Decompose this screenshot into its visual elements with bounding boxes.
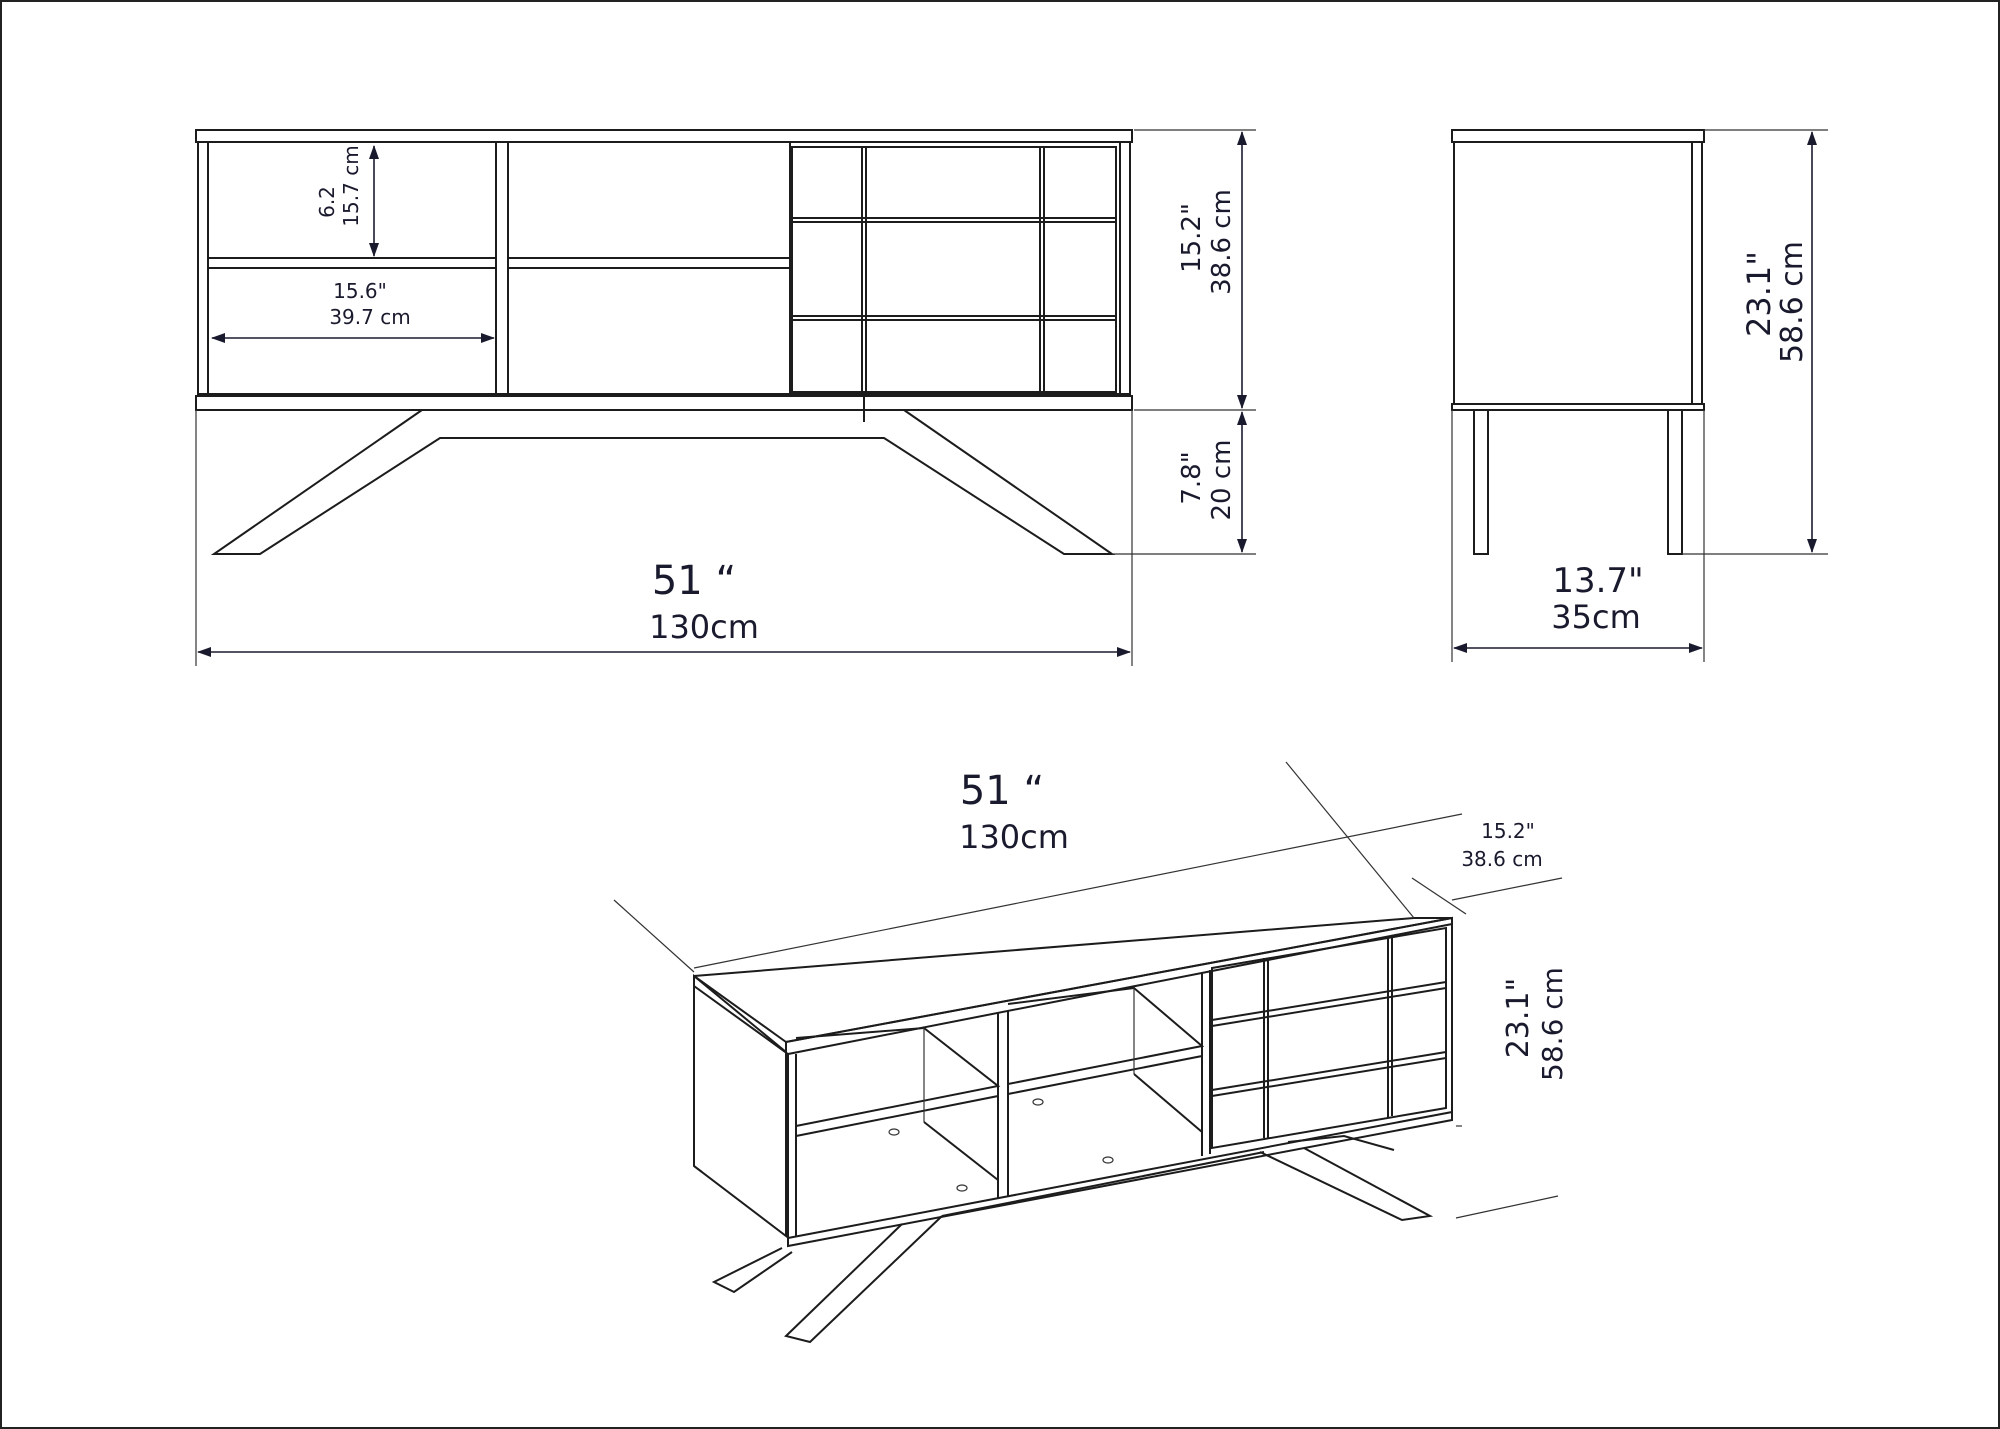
shelf-width-in: 15.6"	[333, 279, 387, 303]
iso-width-in: 51 “	[960, 768, 1044, 814]
iso-view: 51 “ 130cm 15.2" 38.6 cm 23.1" 58.6 cm	[613, 761, 1569, 1344]
iso-height-in: 23.1"	[1501, 978, 1536, 1059]
leg-height-cm: 20 cm	[1207, 440, 1237, 521]
side-body	[1453, 141, 1703, 405]
iso-leg-front-left	[784, 1215, 943, 1344]
side-height-in: 23.1"	[1740, 251, 1778, 337]
side-leg-left	[1473, 409, 1489, 555]
iso-depth-cm: 38.6 cm	[1461, 847, 1542, 871]
iso-depth-in: 15.2"	[1481, 819, 1535, 843]
iso-door	[1211, 926, 1447, 1150]
iso-leg-front-right	[1259, 1147, 1434, 1222]
side-leg-right	[1667, 409, 1683, 555]
iso-left-panel	[693, 982, 787, 1239]
front-body	[197, 141, 1131, 395]
front-base-frame	[195, 395, 1133, 411]
iso-front-face	[787, 922, 1453, 1240]
front-door	[791, 146, 1117, 393]
shelf-height-cm: 15.7 cm	[339, 145, 363, 226]
side-depth-in: 13.7"	[1552, 561, 1643, 601]
total-width-cm: 130cm	[649, 608, 759, 646]
side-height-cm: 58.6 cm	[1775, 241, 1810, 363]
iso-leg-back-right	[1287, 1134, 1395, 1151]
front-legs	[210, 409, 1116, 555]
side-view: 23.1" 58.6 cm 13.7" 35cm	[1451, 129, 1828, 662]
front-top-board	[195, 129, 1133, 143]
shelf-height-in: 6.2	[315, 186, 339, 218]
iso-height-cm: 58.6 cm	[1536, 967, 1569, 1081]
body-height-in: 15.2"	[1177, 203, 1207, 273]
side-top-board	[1451, 129, 1705, 143]
body-height-cm: 38.6 cm	[1207, 189, 1237, 295]
shelf-width-cm: 39.7 cm	[329, 305, 410, 329]
front-view: 6.2 15.7 cm 15.6" 39.7 cm 15.2" 38.6 cm …	[195, 129, 1256, 666]
side-depth-cm: 35cm	[1551, 598, 1640, 636]
side-base	[1451, 403, 1705, 411]
iso-top	[693, 917, 1453, 1055]
leg-height-in: 7.8"	[1177, 451, 1207, 504]
total-width-in: 51 “	[652, 558, 736, 604]
iso-leg-back-left	[711, 1247, 793, 1294]
iso-width-cm: 130cm	[959, 818, 1069, 856]
